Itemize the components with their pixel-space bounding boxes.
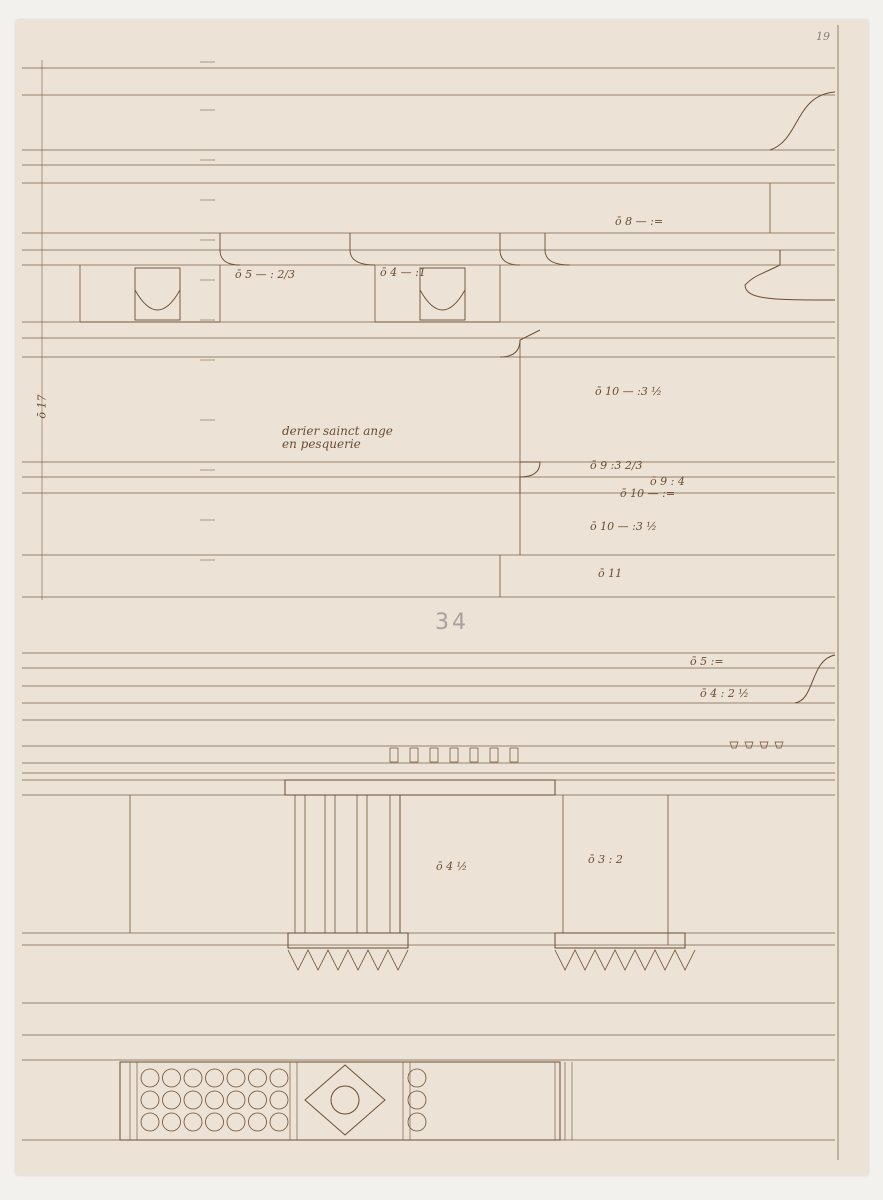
dimension-label: ō 11	[598, 567, 623, 580]
coffer-circle	[226, 1068, 246, 1088]
coffer-circle	[162, 1112, 181, 1132]
dimension-label: ō 5 :=	[690, 655, 724, 668]
coffer-circle	[140, 1068, 160, 1088]
corner-mark: 19	[816, 30, 830, 43]
triangle-frieze	[287, 949, 409, 971]
dimension-label: ō 4 ½	[436, 860, 468, 873]
block	[284, 779, 556, 796]
coffer-circle	[407, 1090, 427, 1110]
dimension-label: ō 4 : 2 ½	[700, 687, 749, 700]
dimension-label: ō 10 — :=	[620, 487, 676, 500]
dentil	[469, 747, 479, 763]
dimension-label: ō 3 : 2	[588, 853, 623, 866]
dimension-label: ō 8 — :=	[615, 215, 664, 228]
bracket-curve	[349, 233, 376, 266]
dentil	[489, 747, 499, 763]
moulding	[519, 461, 541, 493]
inscription: derier sainct ange en pesquerie	[282, 425, 393, 451]
coffer-circle	[269, 1068, 289, 1088]
bracket-curve	[499, 233, 521, 266]
coffer-circle	[269, 1090, 289, 1110]
inscription-line-2: en pesquerie	[282, 437, 361, 451]
base	[287, 932, 409, 949]
dentil	[389, 747, 399, 763]
bracket-curve	[219, 233, 241, 266]
coffer-circle	[226, 1090, 246, 1110]
coffer-circle	[205, 1090, 224, 1110]
coffer-circle	[248, 1090, 267, 1110]
coffer-panel	[119, 1061, 561, 1141]
dentil	[729, 741, 739, 749]
lozenge	[304, 1064, 386, 1136]
coffer-circle	[183, 1090, 203, 1110]
coffer-circle	[407, 1112, 427, 1132]
dimension-label: ō 4 — :1	[380, 266, 426, 279]
coffer-circle	[140, 1112, 160, 1132]
coffer-circle	[248, 1068, 267, 1088]
dentil	[774, 741, 784, 749]
modillion	[419, 267, 466, 321]
cornice-lower-profile	[744, 250, 836, 301]
dimension-label: ō 10 — :3 ½	[595, 385, 662, 398]
coffer-circle	[205, 1112, 224, 1132]
coffer-circle	[183, 1112, 203, 1132]
dentil	[744, 741, 754, 749]
coffer-circle	[407, 1068, 427, 1088]
inscription-line-1: derier sainct ange	[282, 424, 393, 438]
coffer-circle	[269, 1112, 289, 1132]
cornice-cyma	[794, 654, 836, 704]
dentil	[759, 741, 769, 749]
coffer-circle	[226, 1112, 246, 1132]
dimension-label: ō 9 :3 2/3	[590, 459, 643, 472]
coffer-circle	[162, 1068, 181, 1088]
base	[554, 932, 686, 949]
paper-sheet	[16, 20, 868, 1175]
coffer-circle	[248, 1112, 267, 1132]
dimension-label: ō 17	[35, 394, 49, 419]
dentil	[509, 747, 519, 763]
coffer-circle	[140, 1090, 160, 1110]
dimension-label: ō 10 — :3 ½	[590, 520, 657, 533]
coffer-circle	[183, 1068, 203, 1088]
coffer-circle	[205, 1068, 224, 1088]
dentil	[409, 747, 419, 763]
dimension-label: ō 5 — : 2/3	[235, 268, 296, 281]
dentil	[429, 747, 439, 763]
moulding	[499, 329, 541, 358]
bracket-curve	[544, 233, 571, 266]
triangle-frieze	[554, 949, 696, 971]
dentil	[449, 747, 459, 763]
modillion	[134, 267, 181, 321]
modillion-curve	[419, 289, 466, 311]
modillion-curve	[134, 289, 181, 311]
cornice-cyma	[769, 91, 836, 151]
rosette	[330, 1085, 360, 1115]
coffer-circle	[162, 1090, 181, 1110]
sheet-number: 34	[435, 610, 469, 635]
dimension-label: ō 9 : 4	[650, 475, 685, 488]
